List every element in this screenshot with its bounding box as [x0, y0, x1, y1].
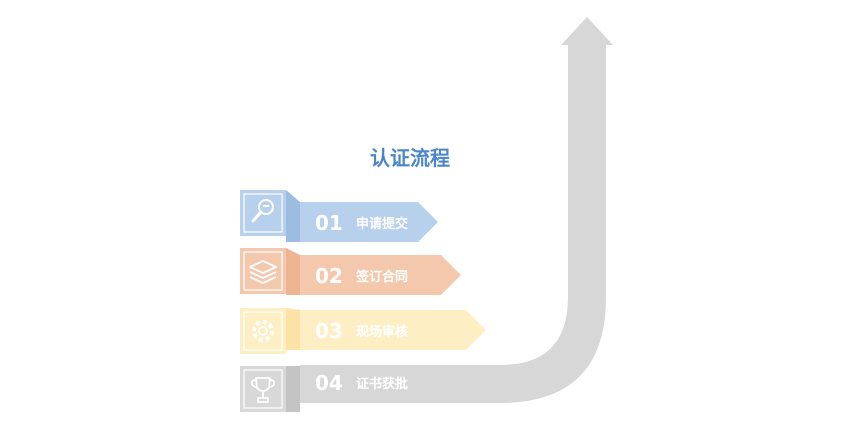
- step-02-number: 02: [315, 264, 343, 288]
- step-03-banner: [287, 310, 486, 350]
- step-03-icon-frame: [243, 311, 283, 351]
- step-02-banner: [287, 255, 461, 295]
- trophy-icon: [250, 377, 276, 403]
- step-02-icon-box-side: [286, 248, 300, 295]
- step-04: 04 证书获批: [240, 366, 408, 412]
- step-04-number: 04: [315, 371, 343, 395]
- step-03-icon-box: [240, 308, 286, 354]
- step-02-icon-frame: [243, 251, 283, 291]
- step-04-icon-box: [240, 366, 286, 412]
- step-04-label: 证书获批: [356, 376, 408, 392]
- diagram-title: 认证流程: [370, 146, 450, 170]
- gear-icon: [252, 320, 274, 342]
- step-01: 01 申请提交: [240, 190, 438, 242]
- layers-icon: [249, 260, 277, 284]
- step-02-label: 签订合同: [355, 269, 408, 285]
- step-03: 03 现场审核: [240, 308, 486, 354]
- step-03-number: 03: [315, 319, 343, 343]
- growth-arrow: [300, 17, 613, 403]
- growth-arrow-head: [561, 17, 613, 45]
- step-01-icon-box-side: [286, 190, 300, 242]
- step-03-icon-box-side: [286, 308, 300, 350]
- step-03-label: 现场审核: [356, 324, 408, 340]
- step-01-icon-frame: [243, 193, 283, 233]
- growth-arrow-body: [300, 45, 606, 403]
- step-02: 02 签订合同: [240, 248, 461, 295]
- step-01-banner: [287, 202, 438, 242]
- magnifier-icon: [251, 199, 274, 223]
- step-04-icon-box-side: [286, 366, 300, 412]
- step-04-icon-frame: [243, 369, 283, 409]
- step-01-number: 01: [315, 211, 343, 235]
- step-01-label: 申请提交: [356, 216, 408, 232]
- step-02-icon-box: [240, 248, 286, 294]
